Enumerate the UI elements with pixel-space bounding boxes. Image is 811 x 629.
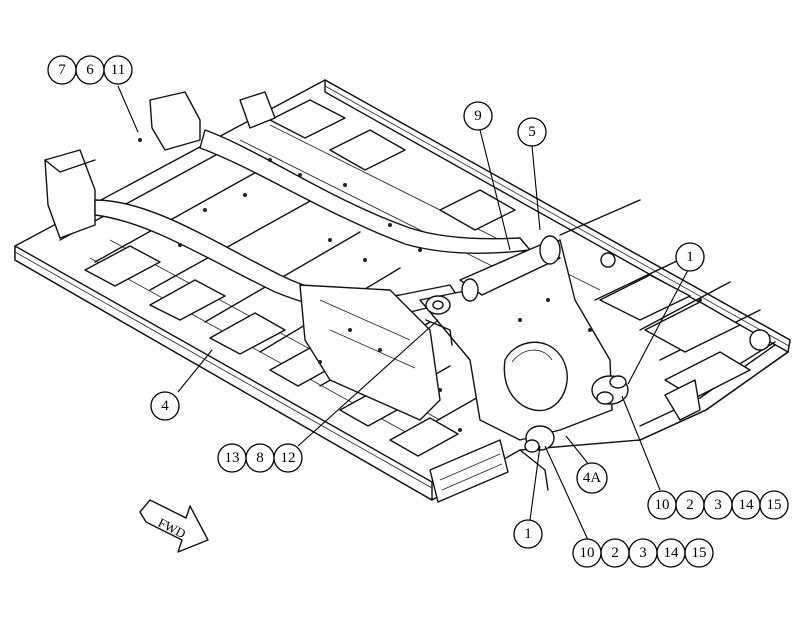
callout-6: 6: [86, 62, 94, 78]
callout-8: 8: [256, 450, 264, 466]
leader-lines: [117, 85, 689, 541]
fwd-direction-arrow: FWD: [139, 499, 209, 553]
callout-15-bottom: 15: [692, 545, 707, 561]
callout-12: 12: [281, 450, 296, 466]
callout-9-bubble: 9: [463, 101, 493, 131]
callout-4a: 4A: [583, 470, 602, 486]
callout-2-bottom: 2: [611, 545, 619, 561]
callout-7: 7: [58, 62, 66, 78]
callout-11: 11: [111, 62, 125, 78]
callout-1-bottom: 1: [524, 526, 532, 542]
callout-4a-bubble: 4A: [576, 462, 608, 494]
callout-4: 4: [161, 398, 169, 414]
callout-13: 13: [225, 450, 240, 466]
callout-15-right: 15: [767, 497, 782, 513]
callout-9: 9: [474, 108, 482, 124]
callout-group-bottom: 10 2 3 14 15: [572, 538, 714, 568]
callout-5: 5: [528, 124, 536, 140]
callout-14-right: 14: [739, 497, 755, 513]
callout-group-right: 10 2 3 14 15: [647, 490, 789, 520]
callout-group-top-left: 7 6 11: [47, 55, 133, 85]
callout-1-bottom-bubble: 1: [513, 519, 543, 549]
frame-assembly-drawing: [14, 79, 791, 503]
callout-5-bubble: 5: [517, 117, 547, 147]
callout-3-bottom: 3: [639, 545, 647, 561]
callout-group-left: 13 8 12: [217, 443, 303, 473]
callout-10-right: 10: [655, 497, 670, 513]
callout-3-right: 3: [714, 497, 722, 513]
callout-10-bottom: 10: [580, 545, 595, 561]
callout-4-bubble: 4: [150, 391, 180, 421]
callout-14-bottom: 14: [664, 545, 680, 561]
callout-1-right: 1: [686, 249, 694, 265]
callout-2-right: 2: [686, 497, 694, 513]
callout-1-right-bubble: 1: [675, 242, 705, 272]
